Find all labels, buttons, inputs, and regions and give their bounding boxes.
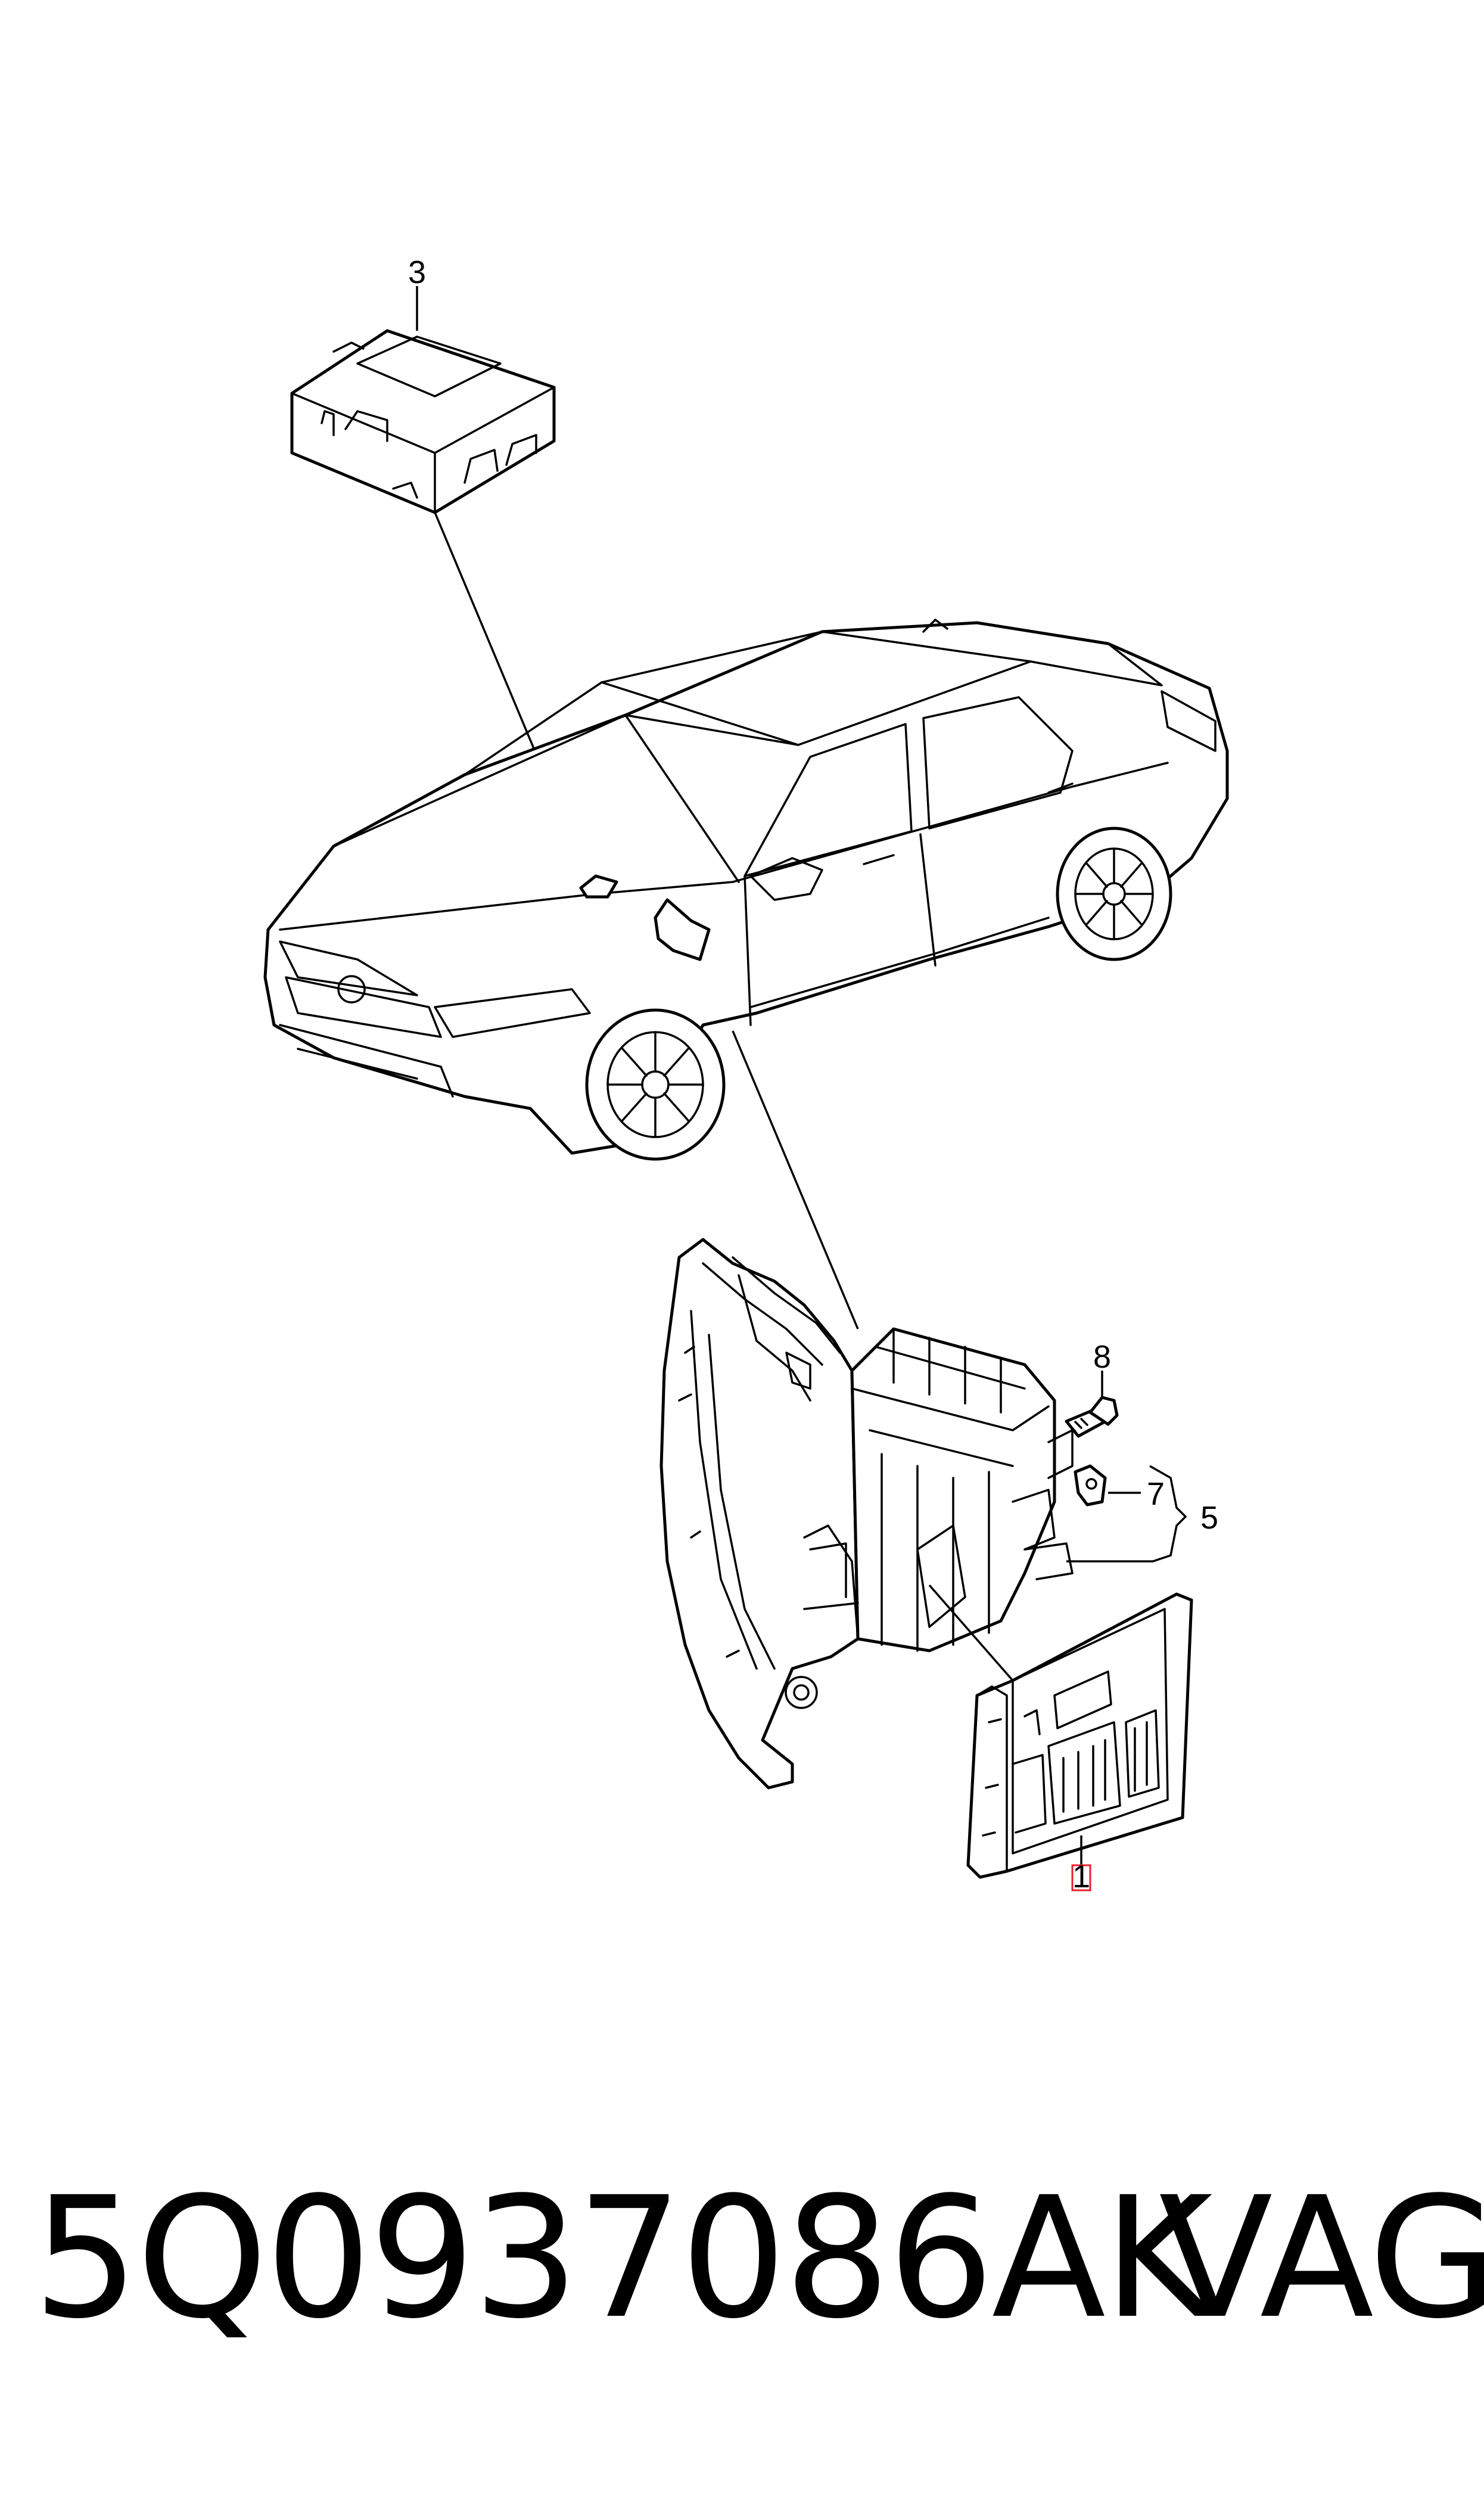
location-marker-part-1 — [654, 898, 711, 961]
callout-part-3: 3 — [408, 254, 426, 290]
callout-part-8: 8 — [1093, 1339, 1111, 1375]
brand-label: VAG — [1159, 2161, 1484, 2356]
brace-part-5 — [1066, 1465, 1187, 1563]
clip-part-7 — [1074, 1464, 1107, 1507]
callout-part-1: 1 — [1072, 1859, 1090, 1894]
callout-part-7: 7 — [1147, 1476, 1165, 1512]
leader-part-1-to-bracket — [928, 1584, 1014, 1682]
control-unit-part-1 — [966, 1592, 1193, 1879]
car-illustration — [263, 619, 1229, 1161]
bracket-assembly-part-5 — [659, 1238, 1074, 1790]
leader-car-to-bracket — [732, 1030, 859, 1330]
highlight-part-1 — [1071, 1864, 1091, 1891]
bolt-part-8 — [1065, 1396, 1119, 1438]
callout-part-5: 5 — [1200, 1500, 1218, 1536]
module-part-3 — [290, 329, 556, 514]
part-number: 5Q0937086AK — [33, 2161, 1213, 2356]
location-marker-part-3 — [579, 874, 618, 899]
